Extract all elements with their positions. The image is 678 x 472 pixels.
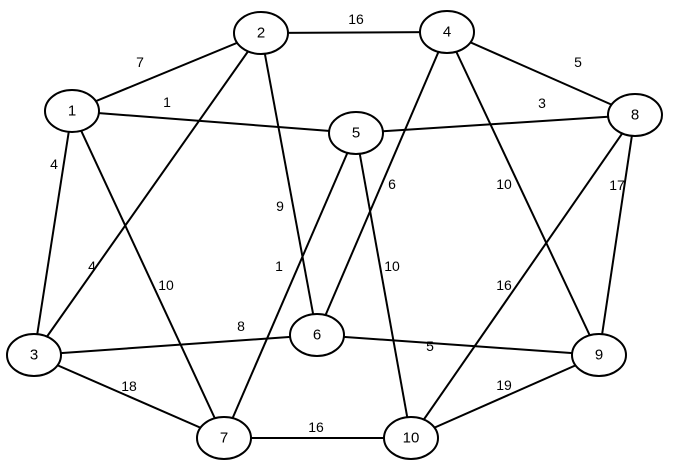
edge-2-4 (260, 31, 448, 34)
edge-weight-8-10: 16 (496, 277, 512, 293)
node-label-3: 3 (30, 347, 38, 364)
node-1: 1 (44, 89, 100, 133)
node-label-5: 5 (352, 125, 360, 142)
edge-5-7 (223, 132, 357, 439)
edges-layer (33, 31, 636, 439)
edge-weight-9-10: 19 (496, 377, 512, 393)
node-label-10: 10 (403, 430, 420, 447)
node-5: 5 (328, 111, 384, 155)
node-circle-4 (419, 10, 475, 54)
edge-1-3 (33, 110, 73, 356)
edge-weight-5-8: 3 (538, 95, 546, 111)
edge-weight-4-8: 5 (574, 54, 582, 70)
node-10: 10 (383, 416, 439, 460)
edge-weight-2-6: 9 (276, 198, 284, 214)
node-circle-7 (196, 416, 252, 460)
edge-1-7 (71, 110, 225, 439)
edge-1-2 (71, 32, 262, 112)
edge-weight-5-7: 1 (275, 258, 283, 274)
node-4: 4 (419, 10, 475, 54)
edge-weight-2-4: 16 (348, 11, 364, 27)
node-circle-9 (571, 333, 627, 377)
nodes-layer: 1 2 3 4 5 6 7 8 9 10 (6, 10, 663, 460)
node-9: 9 (571, 333, 627, 377)
edge-weight-3-6: 8 (237, 318, 245, 334)
edge-3-6 (33, 334, 318, 356)
edge-weight-5-10: 10 (384, 258, 400, 274)
edge-weight-1-7: 10 (158, 277, 174, 293)
edge-5-8 (355, 114, 636, 134)
node-circle-8 (607, 93, 663, 137)
edge-4-6 (316, 31, 448, 336)
node-label-9: 9 (595, 347, 603, 364)
edge-weight-8-9: 17 (609, 177, 625, 193)
edge-weight-4-6: 6 (388, 176, 396, 192)
node-circle-6 (289, 313, 345, 357)
node-6: 6 (289, 313, 345, 357)
node-label-8: 8 (631, 107, 639, 124)
edge-4-8 (446, 31, 636, 116)
node-2: 2 (233, 11, 289, 55)
node-circle-10 (383, 416, 439, 460)
edge-weight-4-9: 10 (496, 176, 512, 192)
edge-weight-1-2: 7 (136, 54, 144, 70)
edge-weight-3-7: 18 (121, 378, 137, 394)
edge-9-10 (410, 354, 600, 439)
node-circle-1 (44, 89, 100, 133)
edge-8-9 (598, 114, 636, 356)
edge-4-9 (446, 31, 600, 356)
edge-3-7 (33, 354, 225, 439)
node-3: 3 (6, 333, 62, 377)
node-circle-5 (328, 111, 384, 155)
node-label-2: 2 (257, 25, 265, 42)
edge-weight-2-3: 4 (88, 258, 96, 274)
edge-8-10 (410, 114, 636, 439)
edge-1-5 (71, 110, 357, 134)
edge-2-3 (33, 32, 262, 356)
node-label-4: 4 (443, 24, 451, 41)
edge-weight-6-9: 5 (426, 338, 434, 354)
edge-5-10 (355, 132, 412, 439)
edge-weight-7-10: 16 (308, 419, 324, 435)
edge-weight-1-5: 1 (163, 94, 171, 110)
node-7: 7 (196, 416, 252, 460)
node-label-6: 6 (313, 327, 321, 344)
node-label-1: 1 (68, 103, 76, 120)
node-circle-2 (233, 11, 289, 55)
node-label-7: 7 (220, 430, 228, 447)
edge-6-9 (316, 334, 600, 356)
node-circle-3 (6, 333, 62, 377)
edge-2-6 (260, 32, 318, 336)
node-8: 8 (607, 93, 663, 137)
edge-weight-1-3: 4 (50, 156, 58, 172)
